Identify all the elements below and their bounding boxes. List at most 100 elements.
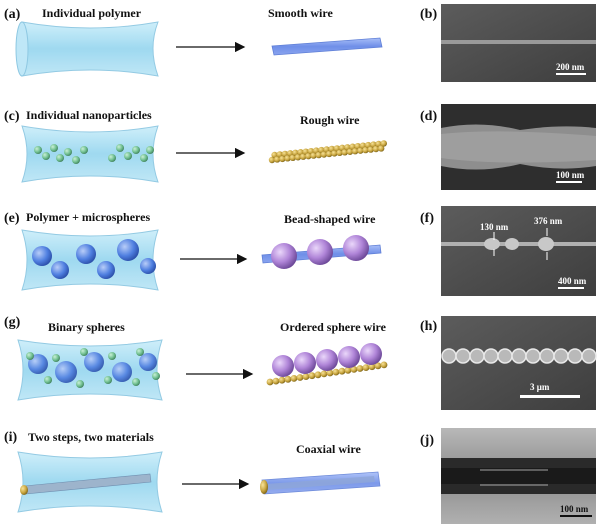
dim-label-376: 376 nm	[534, 216, 563, 226]
gold-nanoparticle	[356, 365, 364, 372]
wire-title-c: Rough wire	[300, 113, 360, 127]
gold-nanoparticle	[268, 156, 276, 164]
core-end	[20, 485, 28, 495]
panel-label-g: (g)	[4, 315, 21, 330]
gold-nanoparticle	[368, 363, 376, 371]
sem-sphere	[525, 348, 541, 364]
gold-nanoparticle	[338, 367, 346, 375]
sem-image-h: 3 μm	[441, 316, 597, 410]
panel-label-a: (a)	[4, 7, 21, 22]
polymer-cylinder	[21, 21, 159, 77]
gold-nanoparticle	[296, 374, 304, 381]
gold-nanoparticle	[310, 152, 317, 159]
sem-sphere	[567, 348, 583, 364]
scale-bar-h	[520, 395, 580, 398]
gold-nanoparticle	[380, 361, 388, 369]
sem-sphere	[539, 348, 555, 364]
gold-nanoparticle	[305, 152, 312, 160]
row-e-title: Polymer + microspheres	[26, 210, 150, 224]
bead-wire	[261, 235, 382, 269]
wire-title-a: Smooth wire	[268, 6, 333, 20]
panel-label-d: (d)	[420, 109, 437, 124]
purple-sphere	[294, 352, 316, 374]
dim-label-130: 130 nm	[480, 222, 509, 232]
sem-image-b: 200 nm	[441, 4, 596, 82]
row-g-title: Binary spheres	[48, 320, 125, 334]
purple-sphere	[272, 355, 294, 377]
scale-label-b: 200 nm	[556, 62, 585, 72]
sem-image-d: 100 nm	[441, 104, 596, 190]
gold-nanoparticle	[294, 154, 302, 161]
scale-label-h: 3 μm	[530, 382, 550, 392]
gold-nanoparticle	[362, 146, 369, 154]
sem-image-f: 130 nm 376 nm 400 nm	[441, 206, 596, 296]
gold-nanoparticle	[308, 372, 316, 380]
wire-title-i: Coaxial wire	[296, 442, 361, 456]
gold-nanoparticle	[374, 362, 382, 370]
gold-nanoparticle	[362, 364, 370, 371]
row-a: (a) Individual polymer Smooth wire (b) 2…	[4, 4, 596, 82]
gold-nanoparticle	[341, 149, 348, 156]
gold-nanoparticle	[378, 145, 385, 152]
row-c-title: Individual nanoparticles	[26, 108, 152, 122]
sem-sphere	[483, 348, 499, 364]
ordered-sphere-wire	[266, 343, 388, 386]
purple-sphere	[360, 343, 382, 365]
gold-nanoparticle	[300, 153, 307, 160]
sem-sphere	[441, 348, 457, 364]
gold-nanoparticle	[315, 151, 322, 159]
smooth-wire	[271, 37, 383, 56]
wire-title-e: Bead-shaped wire	[284, 212, 376, 226]
scale-bar-b	[556, 73, 586, 75]
gold-nanoparticle	[344, 366, 352, 374]
sem-sphere	[581, 348, 597, 364]
scale-label-d: 100 nm	[556, 170, 585, 180]
gold-nanoparticle	[326, 369, 334, 377]
gold-nanoparticle	[272, 377, 280, 385]
row-c: (c) Individual nanoparticles Rough wire …	[4, 104, 596, 190]
sem-sphere	[511, 348, 527, 364]
gold-nanoparticle	[372, 145, 380, 153]
panel-label-e: (e)	[4, 211, 20, 226]
row-i-title: Two steps, two materials	[28, 430, 154, 444]
nanoparticle-cluster	[34, 144, 154, 164]
gold-nanoparticle	[320, 151, 328, 158]
gold-nanoparticle	[266, 378, 274, 386]
row-a-title: Individual polymer	[42, 6, 142, 20]
panel-label-b: (b)	[420, 7, 437, 22]
gold-nanoparticle	[302, 373, 310, 380]
gold-nanoparticle	[290, 375, 298, 382]
purple-sphere	[316, 349, 338, 371]
gold-nanoparticle	[331, 150, 338, 157]
scale-bar-d	[556, 181, 582, 183]
binary-sphere-cluster	[26, 348, 160, 388]
gold-nanoparticle	[279, 155, 286, 163]
coaxial-wire	[260, 471, 381, 495]
gold-nanoparticle	[357, 147, 364, 154]
gold-nanoparticle	[352, 148, 359, 155]
scale-label-j: 100 nm	[560, 504, 589, 514]
tem-image-j: 100 nm	[441, 428, 596, 524]
purple-sphere	[338, 346, 360, 368]
scale-bar-j	[560, 515, 592, 517]
wire-title-g: Ordered sphere wire	[280, 320, 387, 334]
gold-nanoparticle	[336, 149, 343, 157]
sem-sphere	[553, 348, 569, 364]
row-i: (i) Two steps, two materials Coaxial wir…	[4, 428, 596, 524]
row-e: (e) Polymer + microspheres Bead-shaped w…	[4, 206, 596, 296]
panel-label-f: (f)	[420, 211, 434, 226]
gold-nanoparticle	[380, 140, 387, 147]
gold-nanoparticle	[320, 370, 328, 378]
gold-nanoparticle	[332, 368, 340, 376]
gold-nanoparticle	[326, 150, 333, 158]
gold-nanoparticle	[314, 371, 322, 379]
gold-nanoparticle	[274, 156, 281, 163]
cylinder-end	[15, 21, 29, 77]
sem-sphere	[469, 348, 485, 364]
row-g: (g) Binary spheres Ordered sphere wire (…	[4, 315, 597, 410]
panel-label-c: (c)	[4, 109, 20, 124]
scale-bar-f	[558, 287, 584, 289]
gold-nanoparticle	[284, 155, 291, 162]
rough-wire	[268, 140, 387, 164]
